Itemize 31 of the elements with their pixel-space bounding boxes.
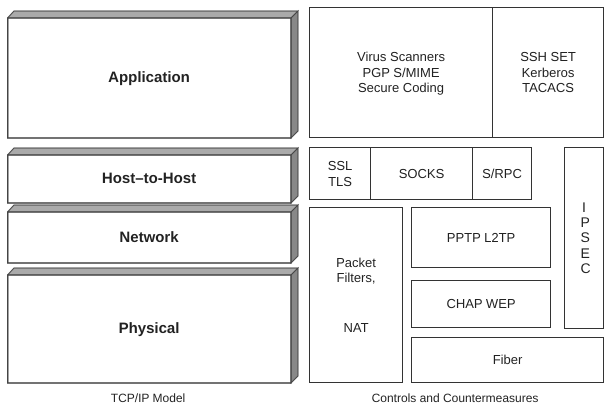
protocol-box (492, 7, 604, 138)
protocol-name: SOCKS (398, 166, 444, 182)
protocol-box (411, 337, 604, 383)
layer-name: Network (118, 228, 180, 246)
protocol-box (411, 280, 551, 328)
layer-name: Host–to-Host (100, 170, 198, 187)
protocol-name: SSH SET Kerberos TACACS (519, 49, 577, 96)
protocol-name: SSL TLS (326, 158, 354, 190)
protocol-name: Virus Scanners PGP S/MIME Secure Coding (356, 49, 446, 96)
protocol-box (309, 7, 493, 138)
protocol-name: NAT (343, 320, 369, 336)
protocol-box (309, 207, 403, 383)
protocol-name: Fiber (492, 352, 522, 368)
protocol-box (309, 147, 371, 200)
protocol-box (411, 207, 551, 268)
layer-name: Physical (118, 320, 180, 337)
caption: TCP/IP Model (110, 391, 186, 405)
layer-name: Application (107, 69, 191, 86)
protocol-name: S/RPC (482, 166, 522, 182)
protocol-box (472, 147, 532, 200)
protocol-name: PPTP L2TP (446, 230, 516, 246)
layer-block (7, 202, 299, 264)
layer-block (7, 8, 299, 139)
caption: Controls and Countermeasures (370, 391, 540, 405)
layer-block (7, 145, 299, 204)
protocol-name: Packet Filters, (335, 254, 377, 286)
protocol-name: CHAP WEP (446, 296, 516, 312)
layer-block (7, 265, 299, 384)
protocol-name: IPSEC (580, 200, 588, 276)
protocol-box (370, 147, 473, 200)
protocol-box (564, 147, 604, 329)
